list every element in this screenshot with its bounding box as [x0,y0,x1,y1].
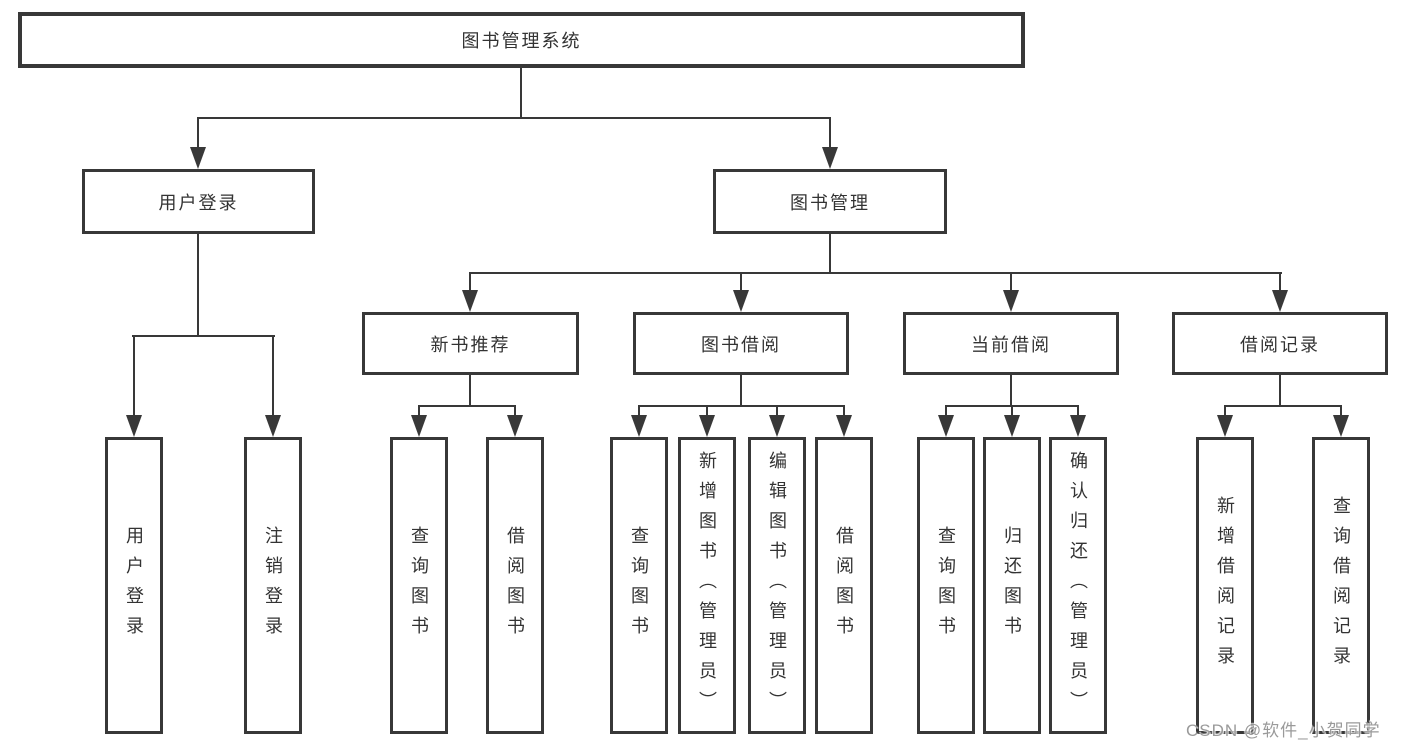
connector-line [418,407,420,417]
node-label: 借阅记录 [1240,334,1320,355]
connector-line [829,119,831,150]
leaf-current-confirm-return-admin: 确认归还（管理员） [1049,437,1107,734]
connector-line [520,68,522,118]
leaf-records-query-record: 查询借阅记录 [1312,437,1370,734]
connector-line [418,405,516,407]
connector-line [740,274,742,292]
arrow-head [190,147,206,169]
leaf-user-login: 用户登录 [105,437,163,734]
connector-line [197,119,199,150]
node-label: 图书借阅 [701,334,781,355]
arrow-head [1272,290,1288,312]
leaf-borrow-edit-books-admin: 编辑图书（管理员） [748,437,806,734]
arrow-head [822,147,838,169]
connector-line [1279,375,1281,406]
arrow-head [265,415,281,437]
node-label: 确认归还（管理员） [1068,450,1088,721]
node-label: 新增借阅记录 [1215,495,1235,676]
connector-line [829,234,831,274]
node-root-library-system: 图书管理系统 [18,12,1025,68]
arrow-head [1333,415,1349,437]
arrow-head [1217,415,1233,437]
leaf-rec-borrow-books: 借阅图书 [486,437,544,734]
connector-line [469,274,471,292]
leaf-rec-query-books: 查询图书 [390,437,448,734]
arrow-head [769,415,785,437]
leaf-current-return-books: 归还图书 [983,437,1041,734]
node-label: 编辑图书（管理员） [767,450,787,721]
connector-line [843,407,845,417]
node-label: 归还图书 [1002,525,1022,646]
arrow-head [733,290,749,312]
arrow-head [836,415,852,437]
node-book-borrow: 图书借阅 [633,312,849,375]
arrow-head [411,415,427,437]
node-label: 用户登录 [158,192,239,213]
connector-line [1224,407,1226,417]
connector-line [638,405,845,407]
arrow-head [126,415,142,437]
node-label: 查询借阅记录 [1331,495,1351,676]
node-label: 查询图书 [409,525,429,646]
node-new-book-recommend: 新书推荐 [362,312,579,375]
node-label: 查询图书 [629,525,649,646]
connector-line [514,407,516,417]
leaf-borrow-borrow-books: 借阅图书 [815,437,873,734]
connector-line [469,375,471,406]
node-label: 借阅图书 [834,525,854,646]
arrow-head [507,415,523,437]
connector-line [1279,274,1281,292]
node-label: 查询图书 [936,525,956,646]
leaf-logout: 注销登录 [244,437,302,734]
connector-line [1010,274,1012,292]
node-label: 用户登录 [124,525,144,646]
node-borrow-records: 借阅记录 [1172,312,1388,375]
arrow-head [1004,415,1020,437]
connector-line [469,272,1282,274]
connector-line [133,337,135,417]
leaf-records-add-record: 新增借阅记录 [1196,437,1254,734]
connector-line [776,407,778,417]
node-label: 借阅图书 [505,525,525,646]
connector-line [706,407,708,417]
connector-line [1077,407,1079,417]
arrow-head [938,415,954,437]
connector-line [197,234,199,337]
node-label: 新增图书（管理员） [697,450,717,721]
connector-line [740,375,742,406]
node-user-login: 用户登录 [82,169,315,234]
node-label: 图书管理系统 [461,31,582,51]
node-label: 新书推荐 [430,334,511,355]
arrow-head [462,290,478,312]
csdn-watermark: CSDN @软件_小贺同学 [1186,721,1381,740]
connector-line [945,405,1079,407]
connector-line [1011,407,1013,417]
node-label: 图书管理 [790,192,870,213]
arrow-head [1003,290,1019,312]
connector-line [272,337,274,417]
connector-line [945,407,947,417]
node-current-borrow: 当前借阅 [903,312,1119,375]
connector-line [1010,375,1012,406]
leaf-borrow-add-books-admin: 新增图书（管理员） [678,437,736,734]
connector-line [1224,405,1342,407]
node-book-management: 图书管理 [713,169,947,234]
leaf-current-query-books: 查询图书 [917,437,975,734]
node-label: 注销登录 [263,525,283,646]
connector-line [132,335,275,337]
connector-line [197,117,831,119]
arrow-head [699,415,715,437]
node-label: 当前借阅 [971,334,1051,355]
leaf-borrow-query-books: 查询图书 [610,437,668,734]
arrow-head [631,415,647,437]
connector-line [1340,407,1342,417]
arrow-head [1070,415,1086,437]
connector-line [638,407,640,417]
